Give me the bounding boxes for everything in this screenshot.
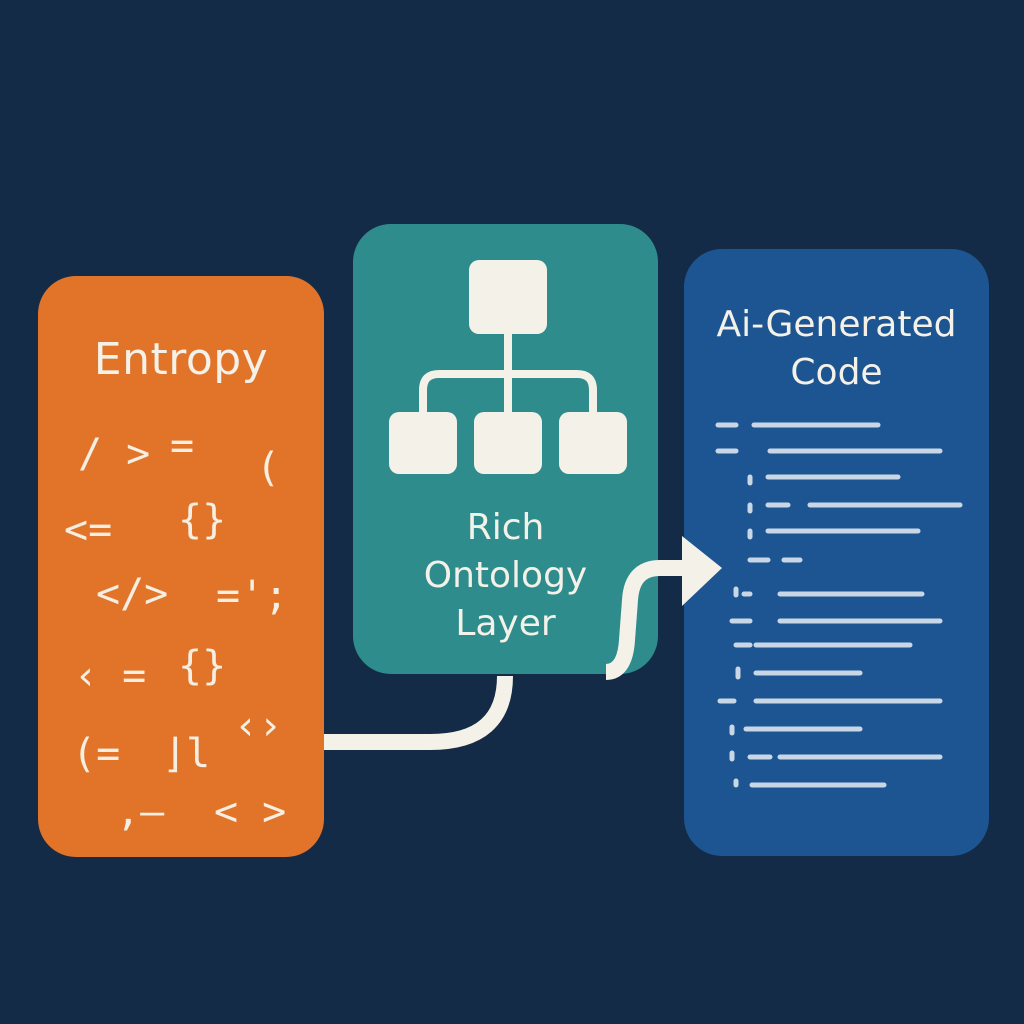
entropy-symbol: ‹ = (74, 653, 147, 699)
entropy-to-ontology-connector (324, 675, 513, 750)
arrow-right-icon (682, 536, 722, 606)
entropy-symbol: ,— (116, 789, 165, 835)
entropy-symbol: ‹› (234, 703, 283, 749)
entropy-title: Entropy (93, 334, 269, 385)
entropy-symbol: < > (214, 789, 287, 835)
entropy-symbol: = (170, 423, 195, 469)
ontology-title-line: Rich (466, 507, 545, 548)
entropy-symbol: / > (78, 431, 151, 477)
entropy-symbol: ⌋l (162, 731, 211, 777)
entropy-symbol: ( (256, 445, 281, 491)
code-title: Ai-Generated Code (684, 301, 989, 397)
code-title-line: Code (790, 352, 883, 393)
entropy-symbol: {} (178, 497, 227, 543)
ontology-panel: Rich Ontology Layer (353, 224, 658, 674)
entropy-symbol: (= (72, 731, 121, 777)
entropy-symbol: <= (64, 507, 113, 553)
entropy-symbol: {} (178, 643, 227, 689)
ontology-title-line: Ontology (423, 555, 588, 596)
code-lines-graphic (715, 422, 963, 788)
hierarchy-tree-icon (389, 260, 627, 474)
ontology-title: Rich Ontology Layer (353, 504, 658, 648)
code-title-line: Ai-Generated (716, 304, 957, 345)
entropy-panel: Entropy / > = ( <= {} </> ='; ‹ = {} ‹› … (38, 276, 324, 857)
entropy-symbol: </> (96, 571, 169, 617)
ontology-title-line: Layer (455, 603, 556, 644)
code-panel: Ai-Generated Code (684, 249, 989, 856)
ontology-to-code-connector (605, 560, 684, 680)
entropy-symbol: ='; (216, 573, 289, 619)
